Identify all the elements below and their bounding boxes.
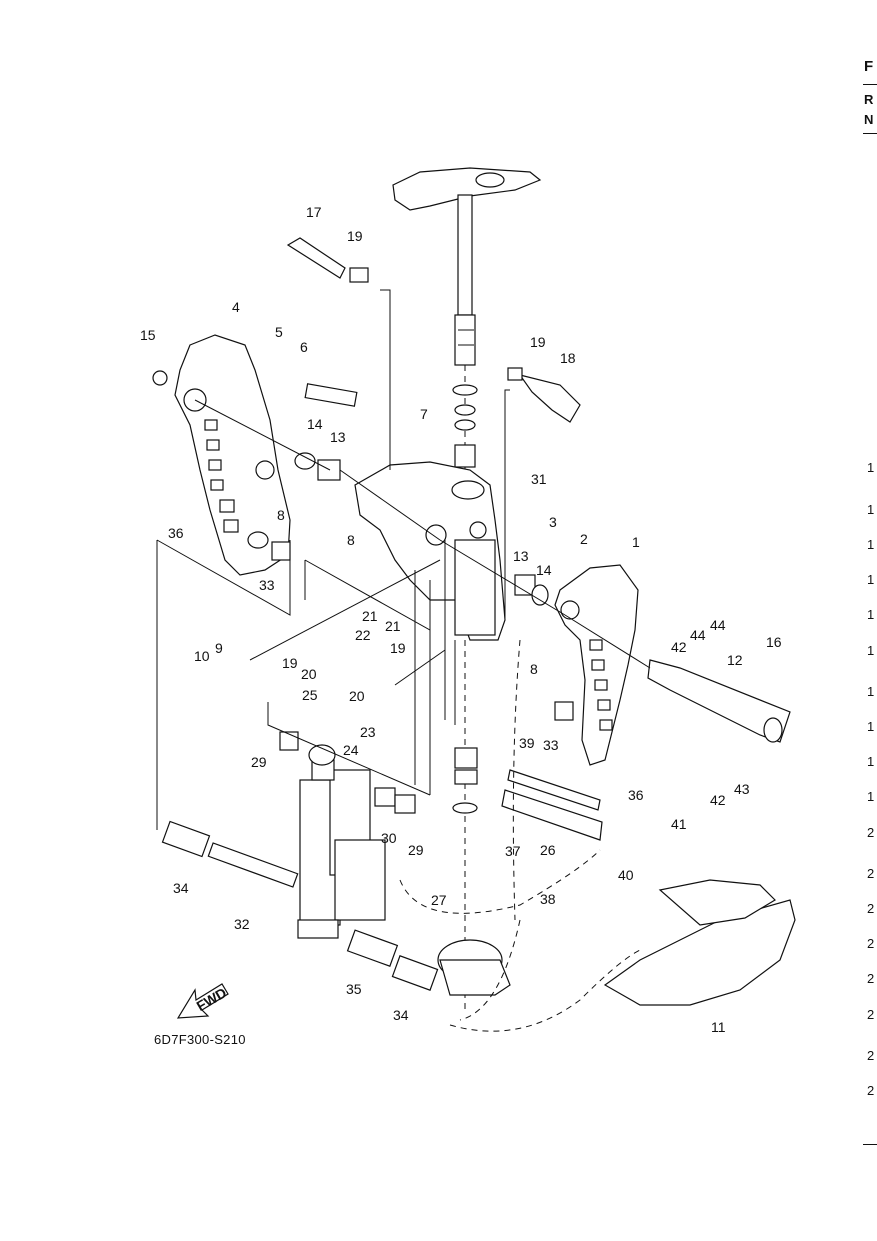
fwd-arrow-icon: FWD [176,983,229,1019]
callout-29a: 29 [251,754,267,770]
edge-number: 1 [867,502,875,517]
callout-29b: 29 [408,842,424,858]
callout-10: 10 [194,648,210,664]
callout-25: 25 [302,687,318,703]
edge-number: 2 [867,1048,875,1063]
callout-35: 35 [346,981,362,997]
callout-34a: 34 [173,880,189,896]
callout-labels: 1 2 3 4 5 6 7 8 8 8 9 10 11 12 13 13 14 … [140,204,782,1035]
edge-number: 1 [867,789,875,804]
edge-number: 1 [867,719,875,734]
callout-23: 23 [360,724,376,740]
callout-19d: 19 [390,640,406,656]
callout-21b: 21 [385,618,401,634]
callout-20b: 20 [349,688,365,704]
callout-38: 38 [540,891,556,907]
tilt-tube [564,614,791,743]
callout-24: 24 [343,742,359,758]
edge-number: 2 [867,866,875,881]
callout-1: 1 [632,534,640,550]
edge-number: 1 [867,607,875,622]
edge-number: 1 [867,460,875,475]
callout-19b: 19 [530,334,546,350]
callout-2: 2 [580,531,588,547]
tilt-lock-pin [286,237,581,423]
callout-32: 32 [234,916,250,932]
edge-number: 1 [867,754,875,769]
callout-40: 40 [618,867,634,883]
callout-7: 7 [420,406,428,422]
edge-rule [863,1144,877,1145]
callout-14a: 14 [307,416,323,432]
callout-33b: 33 [543,737,559,753]
callout-31: 31 [531,471,547,487]
callout-19c: 19 [282,655,298,671]
diagram-reference-code: 6D7F300-S210 [154,1032,246,1047]
callout-17: 17 [306,204,322,220]
callout-8a: 8 [277,507,285,523]
callout-4: 4 [232,299,240,315]
callout-44b: 44 [710,617,726,633]
callout-11: 11 [711,1019,726,1035]
edge-number: 1 [867,643,875,658]
callout-27: 27 [431,892,447,908]
callout-12: 12 [727,652,743,668]
edge-number: 2 [867,825,875,840]
callout-30: 30 [381,830,397,846]
edge-header-letter-2: R [864,92,874,107]
edge-number: 2 [867,901,875,916]
edge-header-letter-3: N [864,112,874,127]
callout-43: 43 [734,781,750,797]
callout-33a: 33 [259,577,275,593]
callout-9: 9 [215,640,223,656]
steering-shaft [392,167,542,1010]
edge-number: 1 [867,684,875,699]
callout-42a: 42 [671,639,687,655]
callout-16: 16 [766,634,782,650]
callout-19a: 19 [347,228,363,244]
edge-number: 2 [867,1083,875,1098]
power-trim-tilt-unit [297,744,386,939]
wiring [399,639,641,1032]
callout-36a: 36 [168,525,184,541]
shaft-bushing-stack [452,384,478,814]
callout-22: 22 [355,627,371,643]
callout-44a: 44 [690,627,706,643]
edge-rule [863,133,877,134]
callout-13b: 13 [513,548,529,564]
callout-26: 26 [540,842,556,858]
edge-number: 2 [867,1007,875,1022]
callout-3: 3 [549,514,557,530]
anode-plates [501,769,603,841]
assembly-bracket-lines [156,289,566,830]
edge-header-letter-1: F [864,58,874,75]
right-clamp-bracket [554,564,639,766]
callout-5: 5 [275,324,283,340]
callout-21a: 21 [362,608,378,624]
callout-8b: 8 [347,532,355,548]
edge-number: 2 [867,971,875,986]
callout-39: 39 [519,735,535,751]
left-clamp-bracket [174,334,291,576]
callout-14b: 14 [536,562,552,578]
callout-6: 6 [300,339,308,355]
callout-36b: 36 [628,787,644,803]
edge-number: 1 [867,537,875,552]
callout-13a: 13 [330,429,346,445]
callout-41: 41 [671,816,687,832]
edge-number: 1 [867,572,875,587]
callout-18: 18 [560,350,576,366]
callout-15: 15 [140,327,156,343]
callout-37: 37 [505,843,521,859]
callout-20a: 20 [301,666,317,682]
callout-42b: 42 [710,792,726,808]
callout-8c: 8 [530,661,538,677]
lower-case-assembly [437,879,796,1006]
edge-number: 2 [867,936,875,951]
callout-34b: 34 [393,1007,409,1023]
edge-rule [863,84,877,85]
